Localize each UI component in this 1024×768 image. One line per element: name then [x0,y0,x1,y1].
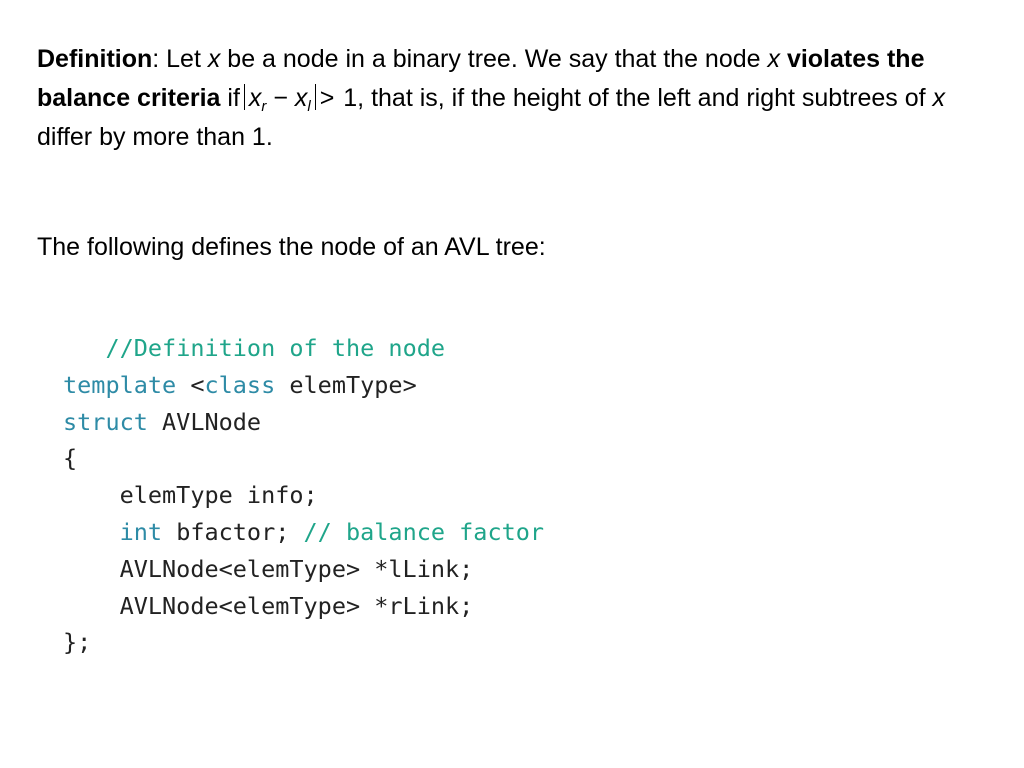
code-line-1: //Definition of the node [63,330,544,367]
following-text: The following defines the node of an AVL… [37,233,546,261]
if-word: if [220,84,240,112]
definition-end: differ by more than 1. [37,123,273,151]
subscript-r: r [261,98,267,115]
keyword-template: template [63,370,177,399]
code-line-5: elemType info; [63,477,544,514]
code-line-8: AVLNode<elemType> *rLink; [63,588,544,625]
absolute-bar-left [243,84,245,110]
code-line-6: int bfactor; // balance factor [63,514,544,551]
code-line-2: template <class elemType> [63,367,544,404]
var-x: x [248,84,262,112]
code-text: AVLNode<elemType> *lLink; [119,554,474,583]
code-line-7: AVLNode<elemType> *lLink; [63,551,544,588]
definition-text: be a node in a binary tree. We say that … [220,45,768,73]
code-text: elemType> [275,370,417,399]
minus-sign: − [266,84,295,112]
definition-rest: 1, that is, if the height of the left an… [343,84,933,112]
code-comment: //Definition of the node [105,334,446,362]
code-comment: // balance factor [303,517,545,546]
var-x: x [932,84,946,112]
var-x: x [207,45,221,73]
subscript-l: l [307,98,311,115]
greater-than-sign: > [319,84,342,112]
var-x: x [767,45,780,73]
code-line-4: { [63,440,544,477]
var-x: x [294,84,308,112]
keyword-class: class [204,370,276,399]
code-text: { [63,444,78,473]
balance-criteria-phrase: violates the balance criteria [37,45,925,112]
definition-term: Definition [37,45,153,73]
code-block: //Definition of the node template <class … [63,330,544,661]
code-text: }; [63,628,92,657]
code-line-9: }; [63,624,544,661]
definition-intro: : Let [152,45,208,73]
code-line-3: struct AVLNode [63,404,544,441]
code-text: AVLNode [147,407,262,436]
absolute-bar-right [314,84,316,110]
keyword-struct: struct [63,407,148,436]
code-text: elemType info; [119,481,318,510]
code-text: < [176,370,205,399]
code-text: bfactor; [162,517,304,546]
keyword-int: int [119,517,163,546]
definition-paragraph: Definition: Let x be a node in a binary … [37,40,997,157]
code-text: AVLNode<elemType> *rLink; [119,591,474,620]
